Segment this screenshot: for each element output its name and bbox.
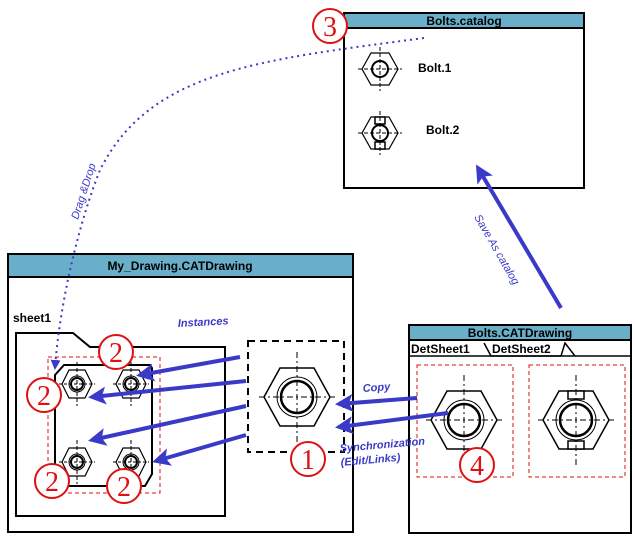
catalog-title-bar: [345, 14, 583, 28]
bolts-drawing-title: Bolts.CATDrawing: [468, 326, 572, 340]
my-drawing-window: My_Drawing.CATDrawing sheet1: [7, 253, 354, 533]
drag-drop-label: Drag &Drop: [69, 162, 98, 221]
callout-1: 1: [290, 441, 326, 477]
instance-arrow-3: [88, 404, 247, 446]
save-as-catalog-arrow: [475, 164, 563, 310]
tab-detsheet2[interactable]: DetSheet2: [492, 342, 551, 356]
catalog-window-frame: [343, 12, 585, 189]
instance-arrow-4: [152, 433, 247, 466]
callout-2-bottom-right: 2: [106, 468, 142, 504]
copy-arrow: [335, 393, 418, 412]
svg-text:1: 1: [301, 445, 315, 476]
bolts-drawing-window: Bolts.CATDrawing DetSheet1 DetSheet2: [408, 324, 632, 534]
my-drawing-title-bar: [9, 255, 352, 277]
catalog-item-bolt-1[interactable]: Bolt.1: [357, 46, 452, 92]
tab-detsheet1[interactable]: DetSheet1: [411, 342, 470, 356]
sync-arrow: [335, 411, 449, 435]
svg-text:2: 2: [45, 467, 59, 498]
sheet-label[interactable]: sheet1: [13, 311, 51, 325]
svg-text:2: 2: [117, 472, 131, 503]
instance-arrow-2: [88, 379, 247, 405]
catalog-item-label: Bolt.1: [418, 61, 452, 75]
my-drawing-title: My_Drawing.CATDrawing: [107, 259, 252, 273]
callout-3: 3: [312, 8, 348, 44]
callout-4: 4: [459, 447, 495, 483]
bolts-drawing-title-bar: [410, 326, 630, 339]
catalog-item-label: Bolt.2: [426, 123, 460, 137]
svg-text:3: 3: [323, 12, 337, 43]
copy-label: Copy: [362, 381, 391, 395]
svg-text:2: 2: [37, 381, 51, 412]
callout-2-top: 2: [98, 334, 134, 370]
catalog-title: Bolts.catalog: [426, 14, 501, 28]
callout-2-left: 2: [26, 377, 62, 413]
svg-text:4: 4: [470, 451, 484, 482]
save-as-catalog-label: Save As catalog: [471, 213, 521, 288]
svg-text:2: 2: [109, 338, 123, 369]
detail-view-2: [528, 364, 626, 478]
instances-label: Instances: [178, 315, 229, 330]
catalog-item-bolt-2[interactable]: Bolt.2: [357, 110, 460, 156]
sync-label-line2: (Edit/Links): [340, 452, 401, 469]
callout-2-bottom-left: 2: [34, 463, 70, 499]
catalog-window: Bolts.catalog Bolt.1 Bolt.2: [343, 12, 585, 189]
instance-arrow-1: [136, 355, 241, 382]
